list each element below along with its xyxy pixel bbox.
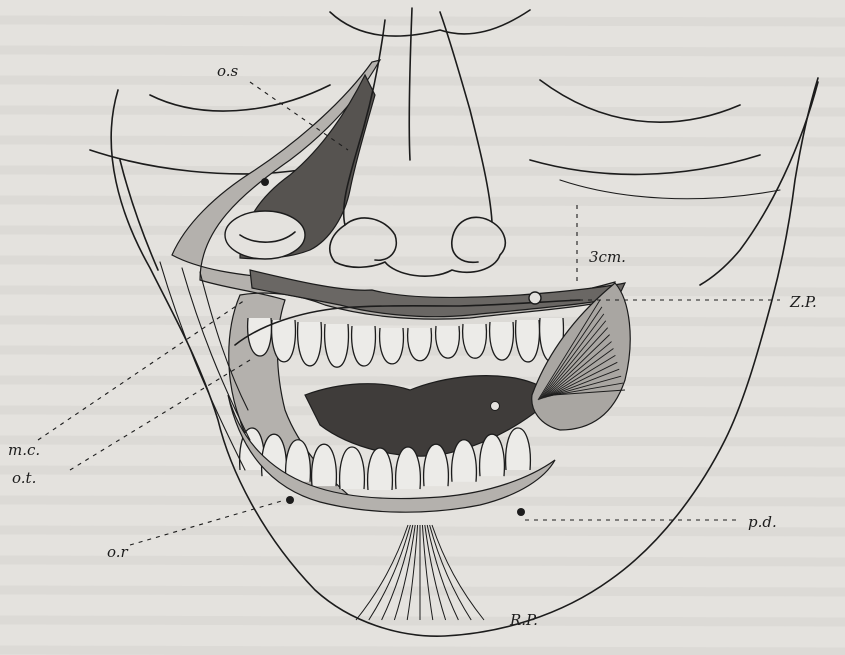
texture-line <box>0 590 845 592</box>
texture-line <box>0 650 845 652</box>
texture-line <box>0 50 845 52</box>
texture-line <box>0 290 845 292</box>
marker-dot-jaw-left <box>286 496 294 504</box>
texture-line <box>0 110 845 112</box>
label-z-p: Z.P. <box>789 293 817 311</box>
marker-ring-lip <box>529 292 541 304</box>
texture-line <box>0 620 845 622</box>
texture-line <box>0 140 845 142</box>
texture-line <box>0 470 845 472</box>
label-r-p: R.P. <box>509 611 538 629</box>
texture-line <box>0 80 845 82</box>
texture-line <box>0 320 845 322</box>
eye-opening <box>225 211 305 259</box>
label-m-c: m.c. <box>8 441 40 459</box>
label-p-d: p.d. <box>748 513 777 531</box>
label-o-r: o.r <box>107 543 129 561</box>
texture-line <box>0 380 845 382</box>
marker-dot-jaw-right <box>517 508 525 516</box>
texture-line <box>0 200 845 202</box>
label-o-s: o.s <box>217 62 239 80</box>
texture-line <box>0 260 845 262</box>
marker-dot-cheek <box>261 178 269 186</box>
label-measure: 3cm. <box>589 248 626 266</box>
label-o-t: o.t. <box>12 469 36 487</box>
mouth-marker <box>491 402 500 411</box>
texture-line <box>0 20 845 22</box>
texture-line <box>0 230 845 232</box>
texture-line <box>0 170 845 172</box>
